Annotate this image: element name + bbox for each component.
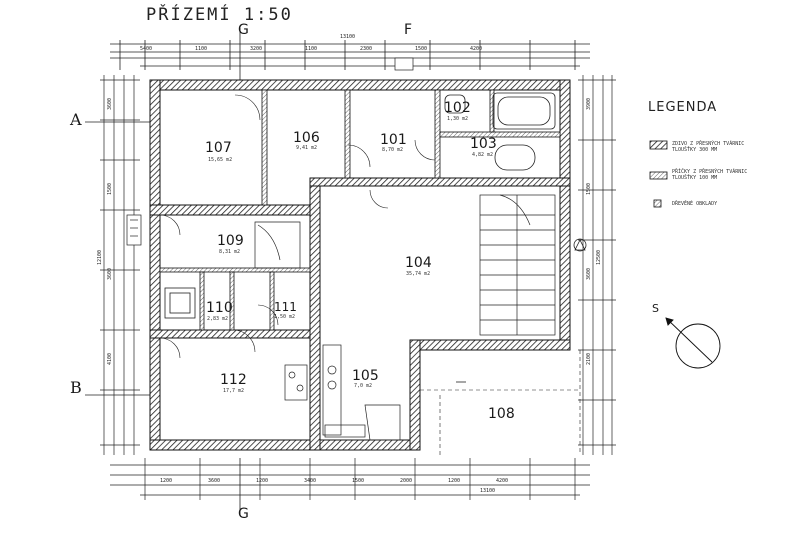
axis-b-label: B bbox=[70, 378, 82, 397]
dimension-lines-top bbox=[110, 40, 590, 70]
sanitary-fixtures bbox=[164, 92, 556, 319]
room-112-number: 112 bbox=[220, 372, 247, 388]
room-111-area: 1,50 m2 bbox=[274, 314, 296, 320]
plan-title: PŘÍZEMÍ 1:50 bbox=[146, 5, 293, 25]
room-111-number: 111 bbox=[274, 300, 297, 314]
room-105-number: 105 bbox=[352, 368, 379, 384]
room-102-number: 102 bbox=[444, 100, 471, 116]
room-106-area: 9,41 m2 bbox=[296, 145, 318, 151]
room-106-number: 106 bbox=[293, 130, 320, 146]
door-swings bbox=[159, 94, 436, 359]
legend-partition-label: PŘÍČKY Z PŘESNÝCH TVÁRNIC TLOUŠŤKY 100 M… bbox=[672, 169, 748, 181]
legend-swatches bbox=[649, 140, 668, 208]
legend-vent-label: DŘEVĚNÉ OBKLADY bbox=[672, 201, 718, 207]
room-101-area: 8,70 m2 bbox=[382, 147, 404, 153]
room-102-area: 1,30 m2 bbox=[447, 116, 469, 122]
legend-title: LEGENDA bbox=[648, 100, 718, 115]
section-mark-top-right: F bbox=[404, 22, 413, 38]
room-103-number: 103 bbox=[470, 136, 497, 152]
room-107-number: 107 bbox=[205, 140, 232, 156]
entry-canopy bbox=[420, 350, 581, 455]
section-mark-top-left: G bbox=[238, 22, 249, 38]
room-101-number: 101 bbox=[380, 132, 407, 148]
room-104-area: 35,74 m2 bbox=[406, 271, 431, 277]
room-104-number: 104 bbox=[405, 255, 432, 271]
room-109-area: 8,31 m2 bbox=[219, 249, 241, 255]
section-mark-bottom: G bbox=[238, 506, 249, 522]
partitions bbox=[159, 89, 561, 331]
staircase bbox=[254, 194, 556, 336]
dimension-lines-left bbox=[100, 75, 140, 455]
room-109-number: 109 bbox=[217, 233, 244, 249]
north-arrow bbox=[665, 317, 721, 369]
room-112-area: 17,7 m2 bbox=[223, 388, 245, 394]
dimension-lines-right bbox=[578, 75, 616, 455]
room-108-number: 108 bbox=[488, 406, 515, 422]
room-105-area: 7,0 m2 bbox=[354, 383, 373, 389]
room-110-number: 110 bbox=[206, 300, 233, 316]
room-103-area: 4,82 m2 bbox=[472, 152, 494, 158]
axis-markers bbox=[456, 238, 587, 383]
room-107-area: 15,65 m2 bbox=[208, 157, 233, 163]
north-arrow-label: S bbox=[652, 302, 659, 315]
dimension-lines-bottom bbox=[110, 458, 590, 500]
axis-a-label: A bbox=[70, 110, 82, 129]
kitchen-fixtures bbox=[284, 344, 401, 441]
axis-lines bbox=[85, 28, 241, 515]
room-110-area: 2,83 m2 bbox=[207, 316, 229, 322]
windows bbox=[126, 57, 414, 246]
legend-wall-label: ZDIVO Z PŘESNÝCH TVÁRNIC TLOUŠŤKY 300 MM bbox=[672, 141, 745, 153]
exterior-walls bbox=[149, 79, 571, 451]
